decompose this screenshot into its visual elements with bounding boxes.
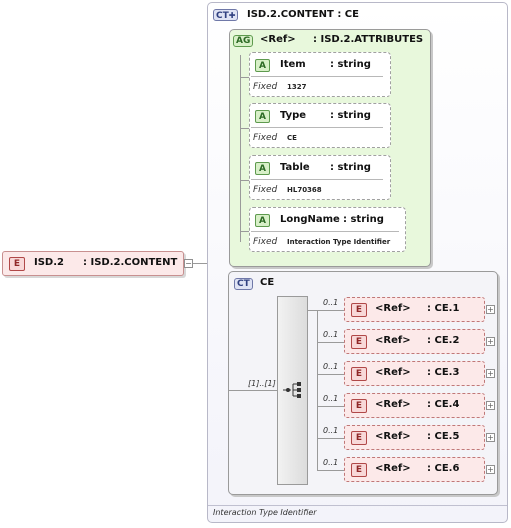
sequence-icon [283, 382, 301, 398]
child-connector [308, 310, 344, 311]
attribute-name: Table [280, 162, 310, 173]
attribute-longname[interactable]: A LongName : string Fixed Interaction Ty… [249, 207, 406, 252]
attribute-icon: A [255, 110, 270, 123]
attribute-item[interactable]: A Item : string Fixed 1327 [249, 52, 391, 97]
child-multiplicity: 0..1 [323, 426, 339, 435]
expand-ce6-icon[interactable]: + [486, 465, 495, 474]
child-multiplicity: 0..1 [323, 330, 339, 339]
attribute-type: : string [330, 59, 371, 70]
footer-separator [208, 505, 507, 506]
child-multiplicity: 0..1 [323, 394, 339, 403]
child-element-ce6[interactable]: E <Ref> : CE.6 [344, 457, 485, 482]
expand-ce3-icon[interactable]: + [486, 369, 495, 378]
attribute-type: : string [330, 162, 371, 173]
root-element-type: : ISD.2.CONTENT [83, 257, 178, 268]
attribute-icon: A [255, 214, 270, 227]
element-icon: E [351, 303, 367, 317]
child-element-ce5[interactable]: E <Ref> : CE.5 [344, 425, 485, 450]
attr-connector [240, 180, 249, 181]
attribute-separator [251, 231, 399, 232]
attribute-icon: A [255, 59, 270, 72]
attr-connector [240, 231, 249, 232]
complex-type-icon: CT✚ [213, 9, 239, 21]
attribute-icon: A [255, 162, 270, 175]
child-ref: <Ref> [375, 431, 411, 442]
footer-documentation: Interaction Type Identifier [213, 508, 317, 517]
attribute-type: : string [343, 214, 384, 225]
element-icon: E [351, 335, 367, 349]
attribute-type: : string [330, 110, 371, 121]
attr-connector [240, 128, 249, 129]
attribute-group-icon: AG [233, 35, 254, 47]
root-element-name: ISD.2 [34, 257, 64, 268]
attribute-separator [251, 179, 383, 180]
attribute-table[interactable]: A Table : string Fixed HL70368 [249, 155, 391, 200]
child-element-ce4[interactable]: E <Ref> : CE.4 [344, 393, 485, 418]
sequence-multiplicity: [1]..[1] [248, 379, 276, 388]
ce-complex-type-title: CE [260, 277, 275, 288]
root-element-isd2[interactable]: E ISD.2 : ISD.2.CONTENT [2, 251, 184, 276]
fixed-value: HL70368 [287, 186, 322, 194]
expand-ce2-icon[interactable]: + [486, 337, 495, 346]
child-multiplicity: 0..1 [323, 362, 339, 371]
child-type: : CE.6 [427, 463, 460, 474]
child-connector [317, 438, 344, 439]
element-icon: E [351, 463, 367, 477]
expand-ce5-icon[interactable]: + [486, 433, 495, 442]
element-icon: E [9, 257, 25, 271]
child-ref: <Ref> [375, 399, 411, 410]
expand-ce4-icon[interactable]: + [486, 401, 495, 410]
fixed-value: 1327 [287, 83, 307, 91]
attribute-separator [251, 76, 383, 77]
complex-type-title: ISD.2.CONTENT : CE [247, 9, 359, 20]
attribute-name: Item [280, 59, 306, 70]
expand-ce1-icon[interactable]: + [486, 305, 495, 314]
child-ref: <Ref> [375, 463, 411, 474]
child-connector [317, 406, 344, 407]
attr-connector [240, 77, 249, 78]
root-connector [184, 263, 208, 264]
child-element-ce1[interactable]: E <Ref> : CE.1 [344, 297, 485, 322]
attribute-type[interactable]: A Type : string Fixed CE [249, 103, 391, 148]
child-multiplicity: 0..1 [323, 458, 339, 467]
attr-vertical-line [240, 55, 241, 242]
fixed-label: Fixed [253, 185, 278, 195]
element-icon: E [351, 431, 367, 445]
child-ref: <Ref> [375, 367, 411, 378]
child-connector [317, 374, 344, 375]
attribute-group-type: : ISD.2.ATTRIBUTES [313, 34, 424, 45]
attribute-group-ref: <Ref> [260, 34, 296, 45]
child-type: : CE.4 [427, 399, 460, 410]
attribute-separator [251, 127, 383, 128]
element-icon: E [351, 367, 367, 381]
child-type: : CE.5 [427, 431, 460, 442]
children-vertical-line [317, 310, 318, 470]
attribute-name: Type [280, 110, 307, 121]
child-multiplicity: 0..1 [323, 298, 339, 307]
element-icon: E [351, 399, 367, 413]
child-connector [317, 470, 344, 471]
fixed-label: Fixed [253, 82, 278, 92]
child-type: : CE.2 [427, 335, 460, 346]
child-ref: <Ref> [375, 303, 411, 314]
fixed-label: Fixed [253, 133, 278, 143]
fixed-value: CE [287, 134, 297, 142]
child-type: : CE.3 [427, 367, 460, 378]
child-element-ce2[interactable]: E <Ref> : CE.2 [344, 329, 485, 354]
fixed-value: Interaction Type Identifier [287, 238, 391, 246]
child-element-ce3[interactable]: E <Ref> : CE.3 [344, 361, 485, 386]
sequence-connector-in [228, 390, 285, 391]
child-ref: <Ref> [375, 335, 411, 346]
ce-complex-type-icon: CT [234, 278, 253, 290]
attribute-name: LongName [280, 214, 340, 225]
collapse-toggle[interactable]: − [184, 259, 193, 268]
fixed-label: Fixed [253, 237, 278, 247]
child-connector [317, 342, 344, 343]
child-type: : CE.1 [427, 303, 460, 314]
